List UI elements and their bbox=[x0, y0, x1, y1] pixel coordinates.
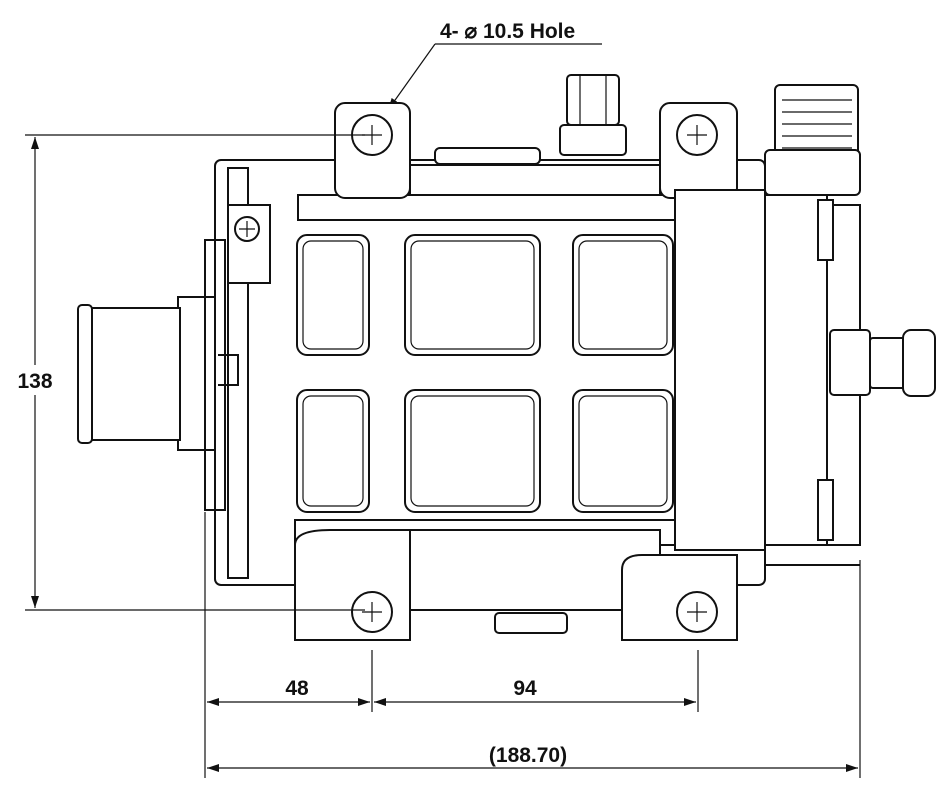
hole-note-callout: 4- ⌀ 10.5 Hole bbox=[387, 20, 602, 111]
mounting-bosses bbox=[294, 102, 738, 641]
top-fittings bbox=[559, 74, 861, 196]
hole-note-label: 4- ⌀ 10.5 Hole bbox=[440, 20, 575, 43]
body-ribs bbox=[296, 234, 674, 513]
inlet-pipe bbox=[77, 296, 219, 451]
offset-label: 48 bbox=[285, 677, 309, 700]
hole-spacing-label: 94 bbox=[513, 677, 537, 700]
length-dimensions: 48 94 (188.70) bbox=[204, 512, 861, 778]
overall-length-label: (188.70) bbox=[489, 744, 567, 767]
height-label: 138 bbox=[17, 370, 52, 393]
right-end-cap bbox=[674, 189, 936, 566]
height-dimension: 138 bbox=[15, 134, 365, 611]
